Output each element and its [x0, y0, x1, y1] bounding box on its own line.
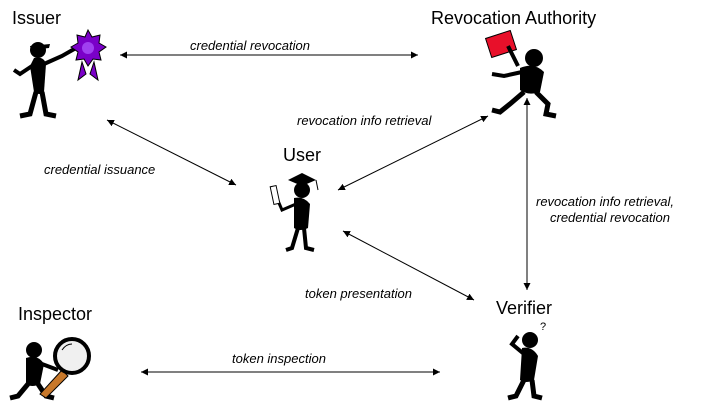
svg-text:?: ?: [540, 321, 546, 333]
inspector-title: Inspector: [18, 304, 92, 324]
thinking-figure-icon: ?: [507, 321, 546, 401]
label-credential-issuance: credential issuance: [44, 162, 155, 177]
label-token-inspection: token inspection: [232, 351, 326, 366]
referee-figure-icon: [484, 29, 557, 119]
label-token-presentation: token presentation: [305, 286, 412, 301]
magnifier-figure-icon: [9, 337, 91, 401]
label-credential-revocation-2: credential revocation: [550, 210, 670, 225]
revocation-authority-title: Revocation Authority: [431, 8, 596, 28]
graduate-figure-icon: [269, 173, 319, 252]
label-revocation-info-retrieval-comma: revocation info retrieval,: [536, 194, 674, 209]
connector-issuer-user: [106, 119, 237, 186]
label-revocation-info-retrieval: revocation info retrieval: [297, 113, 433, 128]
issuer-title: Issuer: [12, 8, 61, 28]
issuer-figure-icon: [12, 28, 107, 119]
connector-user-revocation-authority: [337, 115, 489, 191]
user-title: User: [283, 145, 321, 165]
label-credential-revocation: credential revocation: [190, 38, 310, 53]
verifier-title: Verifier: [496, 298, 552, 318]
connector-user-verifier: [342, 230, 475, 301]
